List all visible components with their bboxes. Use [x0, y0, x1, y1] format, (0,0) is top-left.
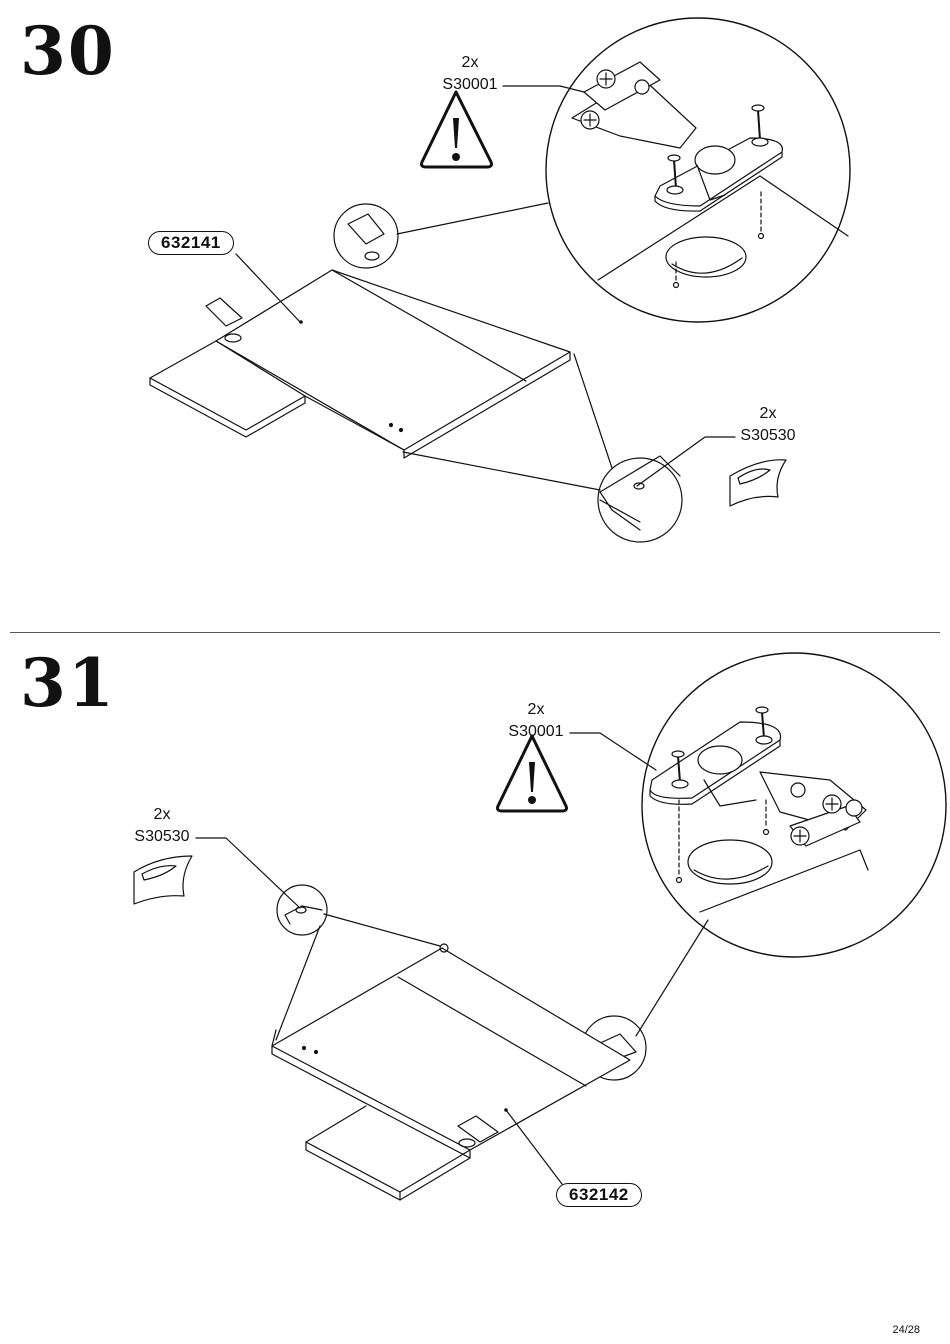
hinge-detail — [649, 706, 867, 847]
hinge-callout: 2x S30001 — [430, 52, 510, 96]
part-number-label: 632141 — [148, 231, 234, 255]
page-number: 24/28 — [892, 1324, 920, 1336]
warning-triangle-icon — [420, 90, 493, 169]
step-divider — [10, 632, 940, 633]
zoom-circle — [276, 884, 328, 936]
bumper-qty: 2x — [153, 806, 171, 823]
hinge-qty: 2x — [461, 54, 479, 71]
hinge-detail — [571, 61, 783, 212]
hinge-code: S30001 — [442, 76, 498, 93]
door-panel — [149, 269, 571, 459]
bumper-code: S30530 — [134, 828, 190, 845]
bumper-code: S30530 — [740, 427, 796, 444]
warning-triangle-icon — [496, 734, 568, 813]
zoom-circle — [597, 457, 683, 543]
bumper-callout: 2x S30530 — [122, 804, 202, 848]
bumper-callout: 2x S30530 — [728, 403, 808, 447]
zoom-circle — [545, 17, 851, 323]
bumper-qty: 2x — [759, 405, 777, 422]
hinge-code: S30001 — [508, 723, 564, 740]
step-number: 31 — [20, 644, 116, 722]
zoom-circle — [641, 652, 947, 958]
part-number-label: 632142 — [556, 1183, 642, 1207]
bumper-icon — [133, 855, 193, 905]
hinge-qty: 2x — [527, 701, 545, 718]
bumper-icon — [729, 459, 787, 507]
door-panel — [271, 943, 631, 1201]
hinge-callout: 2x S30001 — [496, 699, 576, 743]
step-number: 30 — [20, 12, 116, 90]
